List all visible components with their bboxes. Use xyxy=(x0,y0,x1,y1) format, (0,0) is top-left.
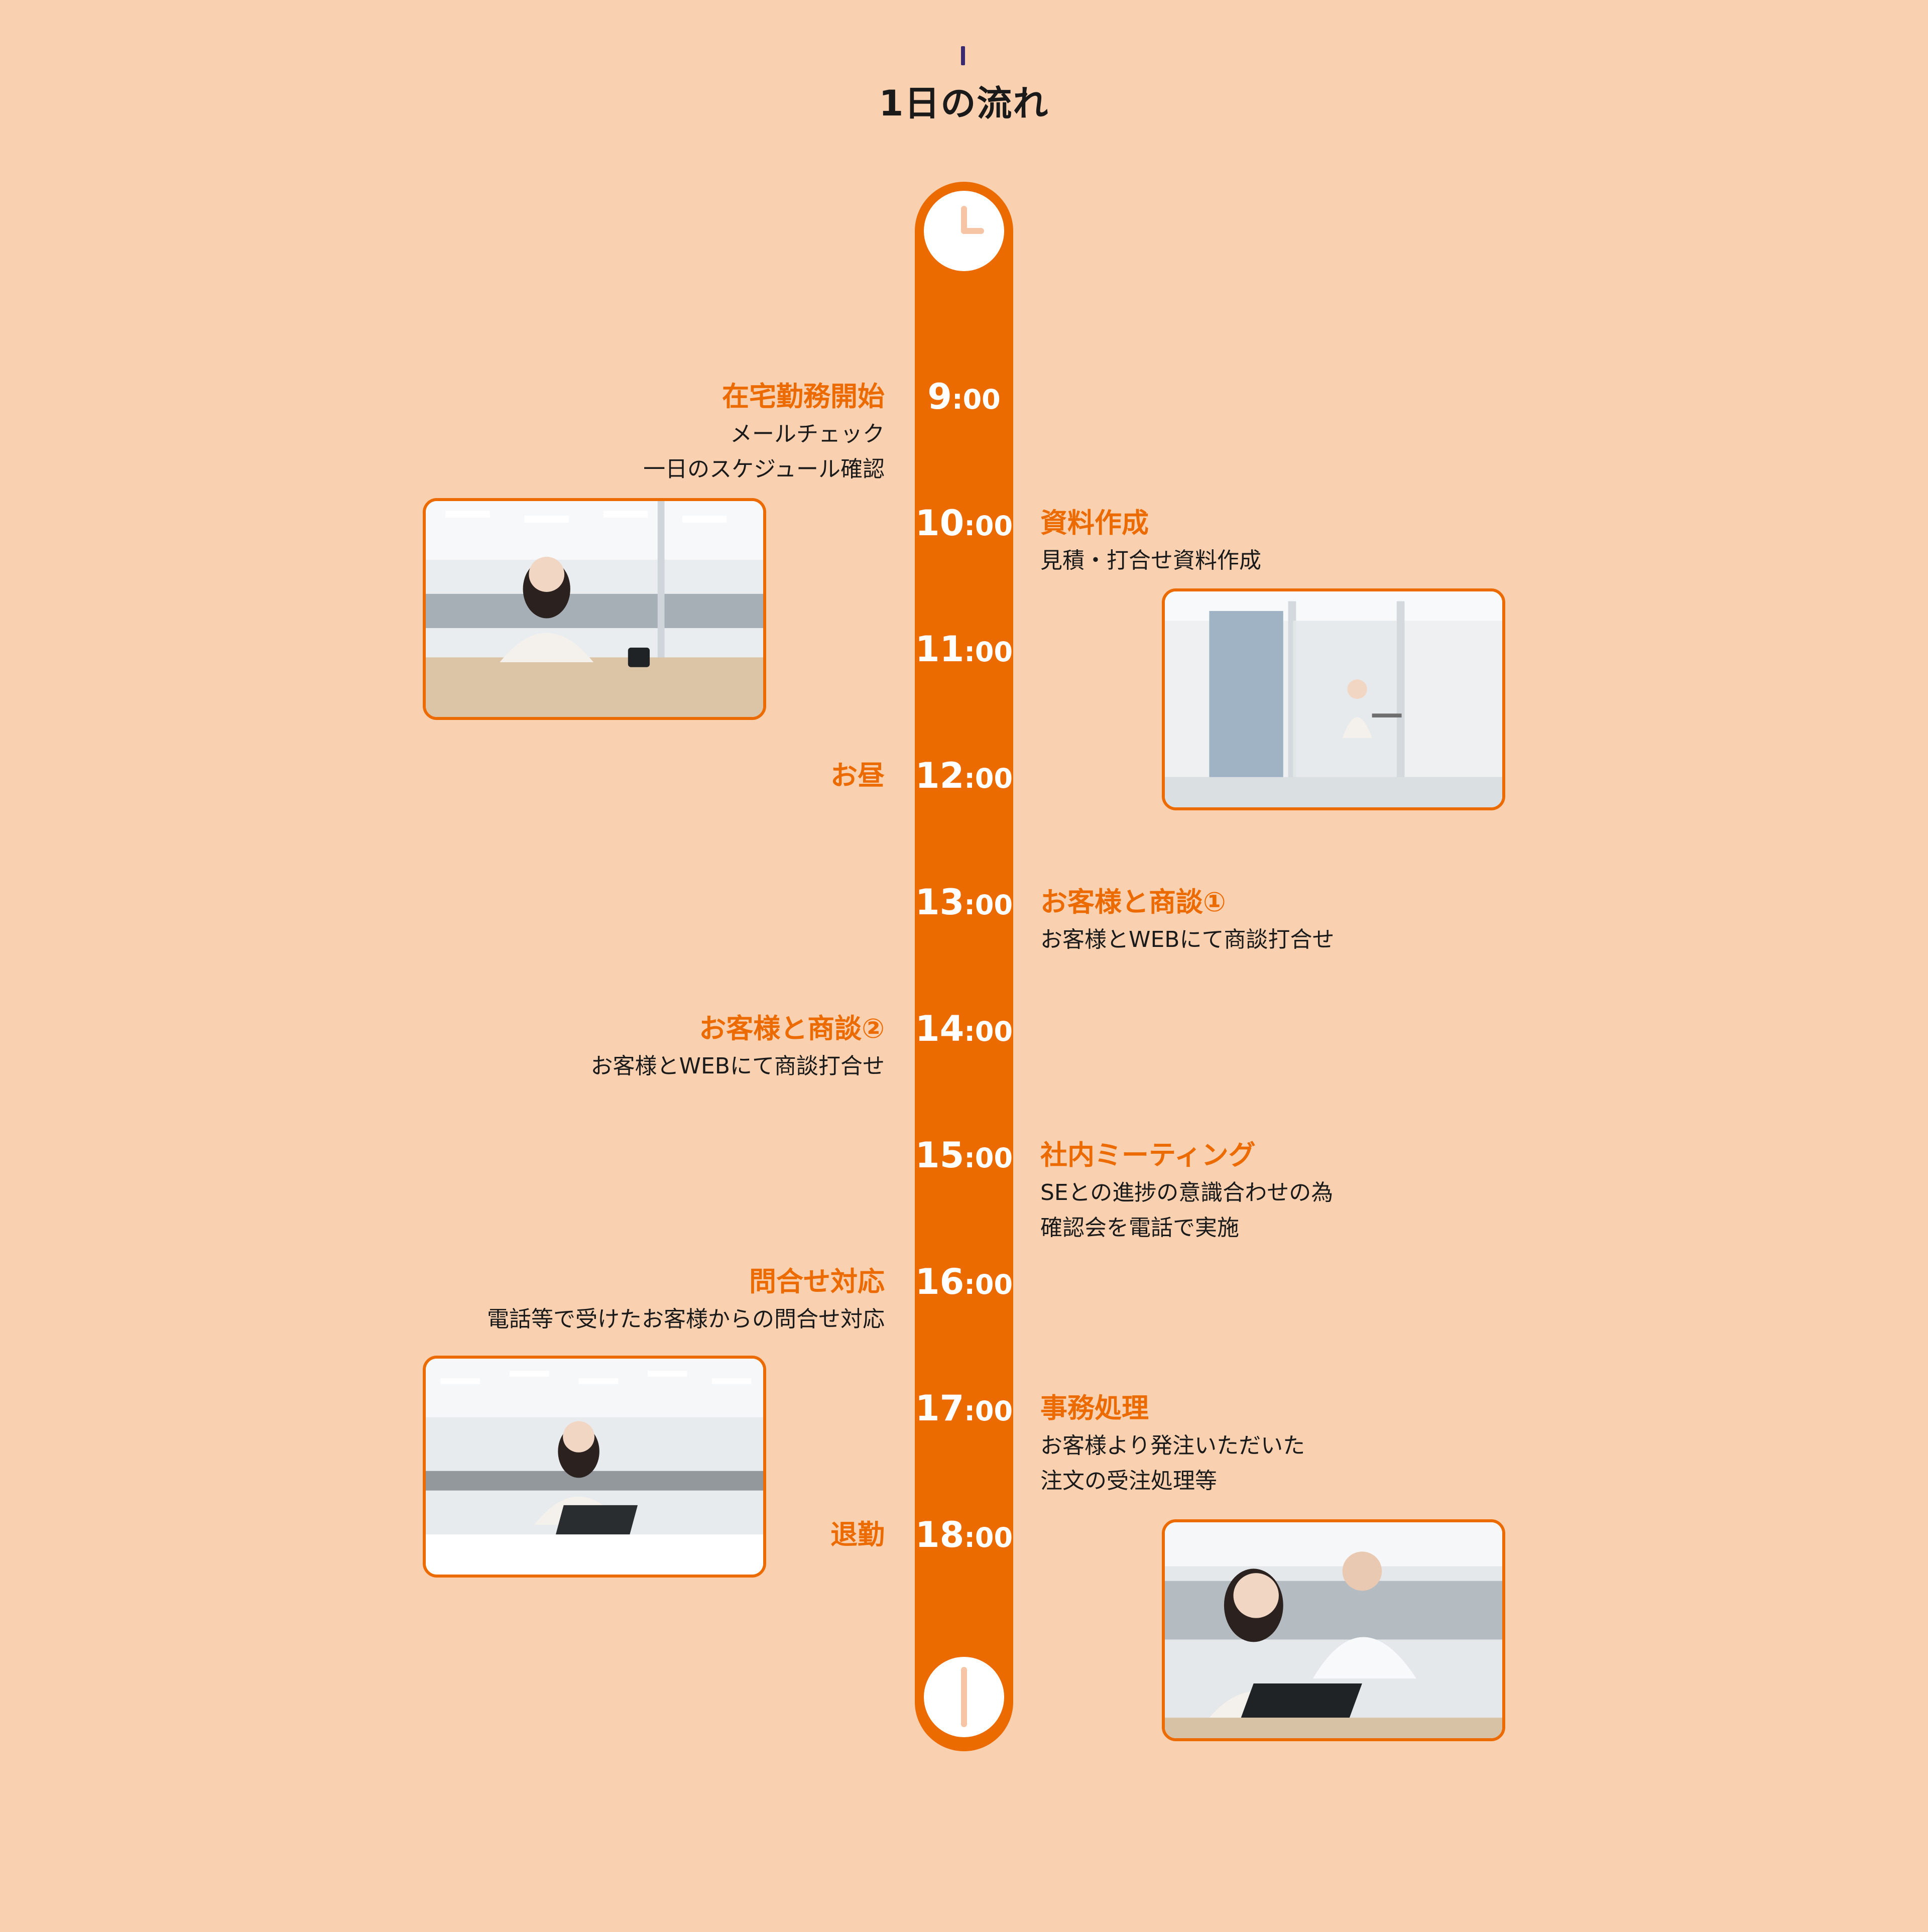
time-label-17: 17:00 xyxy=(915,1388,1013,1429)
event-inquiry-handling: 問合せ対応 電話等で受けたお客様からの問合せ対応 xyxy=(487,1262,885,1337)
event-document-creation: 資料作成 見積・打合せ資料作成 xyxy=(1040,503,1261,578)
event-work-start: 在宅勤務開始 メールチェック 一日のスケジュール確認 xyxy=(643,377,885,487)
event-desc: SEとの進捗の意識合わせの為 xyxy=(1040,1180,1334,1205)
event-office-work: 事務処理 お客様より発注いただいた 注文の受注処理等 xyxy=(1040,1388,1305,1499)
time-label-13: 13:00 xyxy=(915,882,1013,923)
event-desc: 注文の受注処理等 xyxy=(1040,1468,1217,1494)
event-internal-meeting: 社内ミーティング SEとの進捗の意識合わせの為 確認会を電話で実施 xyxy=(1040,1135,1333,1246)
clock-icon xyxy=(924,1657,1004,1737)
time-label-12: 12:00 xyxy=(915,755,1013,796)
event-title: 問合せ対応 xyxy=(749,1266,885,1297)
event-desc: お客様より発注いただいた xyxy=(1040,1433,1305,1459)
event-lunch: お昼 xyxy=(830,756,885,796)
office-photo-desk xyxy=(423,498,766,720)
time-label-16: 16:00 xyxy=(915,1261,1013,1302)
event-desc: 電話等で受けたお客様からの問合せ対応 xyxy=(487,1306,885,1332)
timeline-bar xyxy=(915,182,1013,1751)
time-label-14: 14:00 xyxy=(915,1008,1013,1049)
event-title: 資料作成 xyxy=(1040,507,1149,539)
event-title: 事務処理 xyxy=(1040,1392,1149,1424)
event-desc: お客様とWEBにて商談打合せ xyxy=(590,1053,885,1079)
event-desc: 一日のスケジュール確認 xyxy=(643,456,885,482)
event-leave-work: 退勤 xyxy=(830,1515,885,1555)
time-label-15: 15:00 xyxy=(915,1135,1013,1176)
event-title: お昼 xyxy=(830,760,885,791)
event-meeting-2: お客様と商談② お客様とWEBにて商談打合せ xyxy=(591,1009,885,1084)
event-title: 在宅勤務開始 xyxy=(722,381,885,412)
office-photo-phone xyxy=(423,1356,766,1578)
time-label-18: 18:00 xyxy=(915,1514,1013,1555)
office-photo-booth xyxy=(1162,588,1505,810)
title-tick-mark xyxy=(961,46,965,65)
event-title: お客様と商談② xyxy=(699,1013,885,1044)
event-desc: お客様とWEBにて商談打合せ xyxy=(1040,927,1335,952)
office-photo-consultation xyxy=(1162,1519,1505,1741)
event-desc: メールチェック xyxy=(730,421,885,447)
time-label-11: 11:00 xyxy=(915,629,1013,670)
time-label-9: 9:00 xyxy=(927,376,1001,417)
event-title: お客様と商談① xyxy=(1040,886,1226,918)
event-title: 退勤 xyxy=(830,1519,885,1550)
event-desc: 見積・打合せ資料作成 xyxy=(1040,548,1261,573)
event-meeting-1: お客様と商談① お客様とWEBにて商談打合せ xyxy=(1040,882,1335,957)
time-label-10: 10:00 xyxy=(915,503,1013,544)
event-desc: 確認会を電話で実施 xyxy=(1040,1215,1239,1241)
page-title: 1日の流れ xyxy=(879,83,1049,124)
clock-icon xyxy=(924,191,1004,271)
event-title: 社内ミーティング xyxy=(1040,1139,1256,1171)
